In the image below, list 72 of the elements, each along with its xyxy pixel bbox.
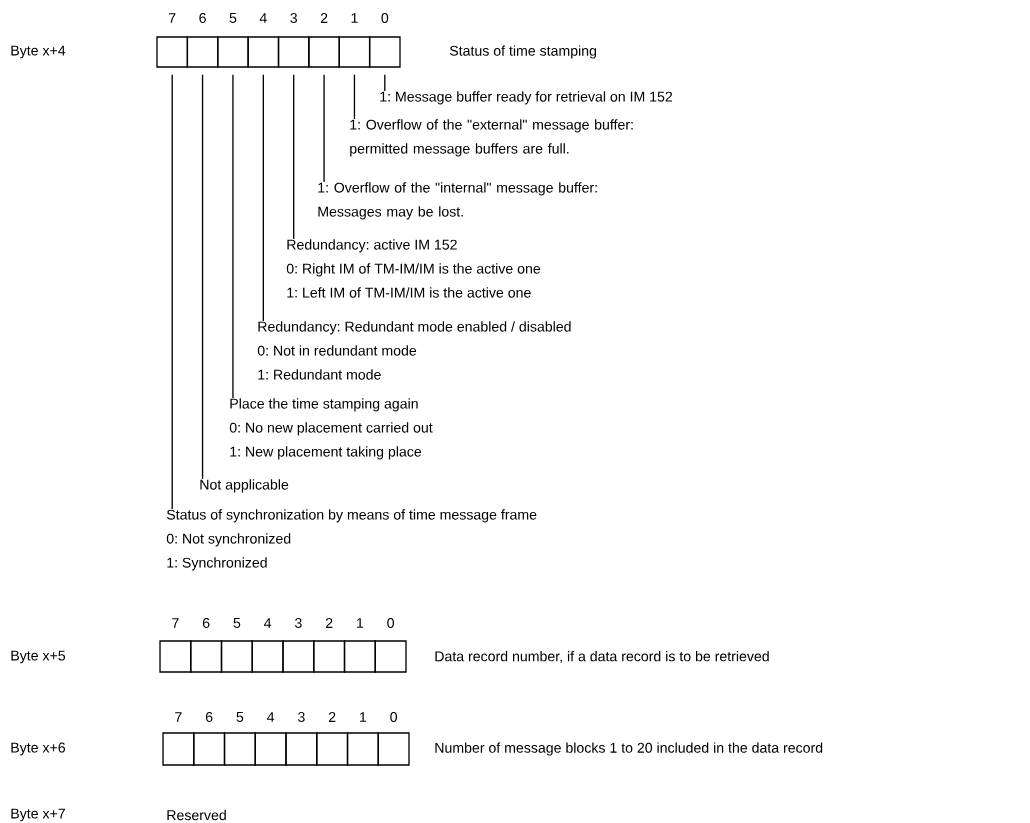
bit-number: 4 <box>259 13 267 23</box>
bit-description: Redundancy: Redundant mode enabled / disabled 0: Not in redundant mode 1: Redundant mode <box>257 321 571 380</box>
bit-cell <box>338 36 371 68</box>
bit-number: 7 <box>175 712 182 722</box>
bit-cell <box>377 732 410 766</box>
bit-description: Place the time stamping again 0: No new placement carried out 1: New placement taking place <box>229 398 433 460</box>
bit-cell <box>217 36 249 68</box>
byte-label: Byte x+6 <box>11 742 66 756</box>
bit-cell <box>368 36 401 68</box>
bit-description: Not applicable <box>200 479 289 493</box>
bit-cell <box>159 640 192 673</box>
bit-number: 2 <box>325 618 333 628</box>
bit-cell <box>190 640 223 673</box>
bit-cell <box>186 36 219 68</box>
bit-cell <box>285 732 318 766</box>
leader-line <box>201 74 204 480</box>
byte-label: Byte x+7 <box>11 808 65 822</box>
bit-number: 1 <box>357 618 364 628</box>
bit-cell <box>282 640 315 673</box>
bit-cell <box>247 36 280 68</box>
bit-cell <box>223 732 256 766</box>
bit-number: 5 <box>233 618 241 628</box>
bit-number: 5 <box>229 13 237 23</box>
bit-cell <box>254 732 287 766</box>
bit-cell <box>193 732 226 766</box>
bit-number: 3 <box>295 618 302 628</box>
bit-number: 2 <box>328 712 336 722</box>
bit-description: 1: Overflow of the "external" message buffer: permitted message buffers are full. <box>350 119 633 157</box>
bit-number: 1 <box>360 712 367 722</box>
bit-number: 7 <box>172 618 179 628</box>
bit-description: Status of synchronization by means of time message frame 0: Not synchronized 1: Synchronized <box>166 509 537 571</box>
bit-number: 4 <box>264 618 272 628</box>
byte-label: Byte x+4 <box>11 45 66 59</box>
bit-description: Redundancy: active IM 152 0: Right IM of TM-IM/IM is the active one 1: Left IM of TM-IM/IM is the active one <box>286 239 541 298</box>
field-description: Status of time stamping <box>449 45 596 59</box>
leader-line <box>262 74 264 322</box>
bit-number: 3 <box>298 712 305 722</box>
bit-cell <box>156 36 189 68</box>
byte-label: Byte x+5 <box>11 650 66 664</box>
field-description: Number of message blocks 1 to 20 included in the data record <box>435 742 823 756</box>
leader-line <box>384 74 386 92</box>
bit-cell <box>343 640 376 673</box>
bit-number: 1 <box>351 13 358 23</box>
bit-number: 0 <box>387 618 394 628</box>
bit-cell <box>316 732 349 766</box>
bit-description: 1: Message buffer ready for retrieval on IM 152 <box>380 91 673 105</box>
bit-number: 5 <box>236 712 244 722</box>
bit-description: 1: Overflow of the "internal" message buffer: Messages may be lost. <box>318 182 597 220</box>
bit-number: 4 <box>267 712 275 722</box>
bit-cell <box>313 640 346 673</box>
bit-cell <box>162 732 195 766</box>
bit-number: 6 <box>202 618 210 628</box>
bit-number: 7 <box>169 13 176 23</box>
leader-line <box>171 74 173 510</box>
bit-cell <box>251 640 284 673</box>
bit-number: 3 <box>290 13 297 23</box>
leader-line <box>232 74 234 399</box>
bit-number: 2 <box>320 13 328 23</box>
leader-line <box>353 74 356 120</box>
leader-line <box>293 74 295 240</box>
leader-line <box>323 74 325 183</box>
field-description: Reserved <box>167 809 226 821</box>
field-description: Data record number, if a data record is to be retrieved <box>435 650 769 663</box>
bit-cell <box>346 732 379 766</box>
bit-cell <box>220 640 253 673</box>
bit-cell <box>277 36 310 68</box>
bit-number: 6 <box>205 712 213 722</box>
bit-number: 0 <box>390 712 397 722</box>
bit-cell <box>374 640 407 673</box>
bit-cell <box>308 36 340 68</box>
bit-number: 6 <box>199 13 206 23</box>
bit-number: 0 <box>381 13 389 23</box>
